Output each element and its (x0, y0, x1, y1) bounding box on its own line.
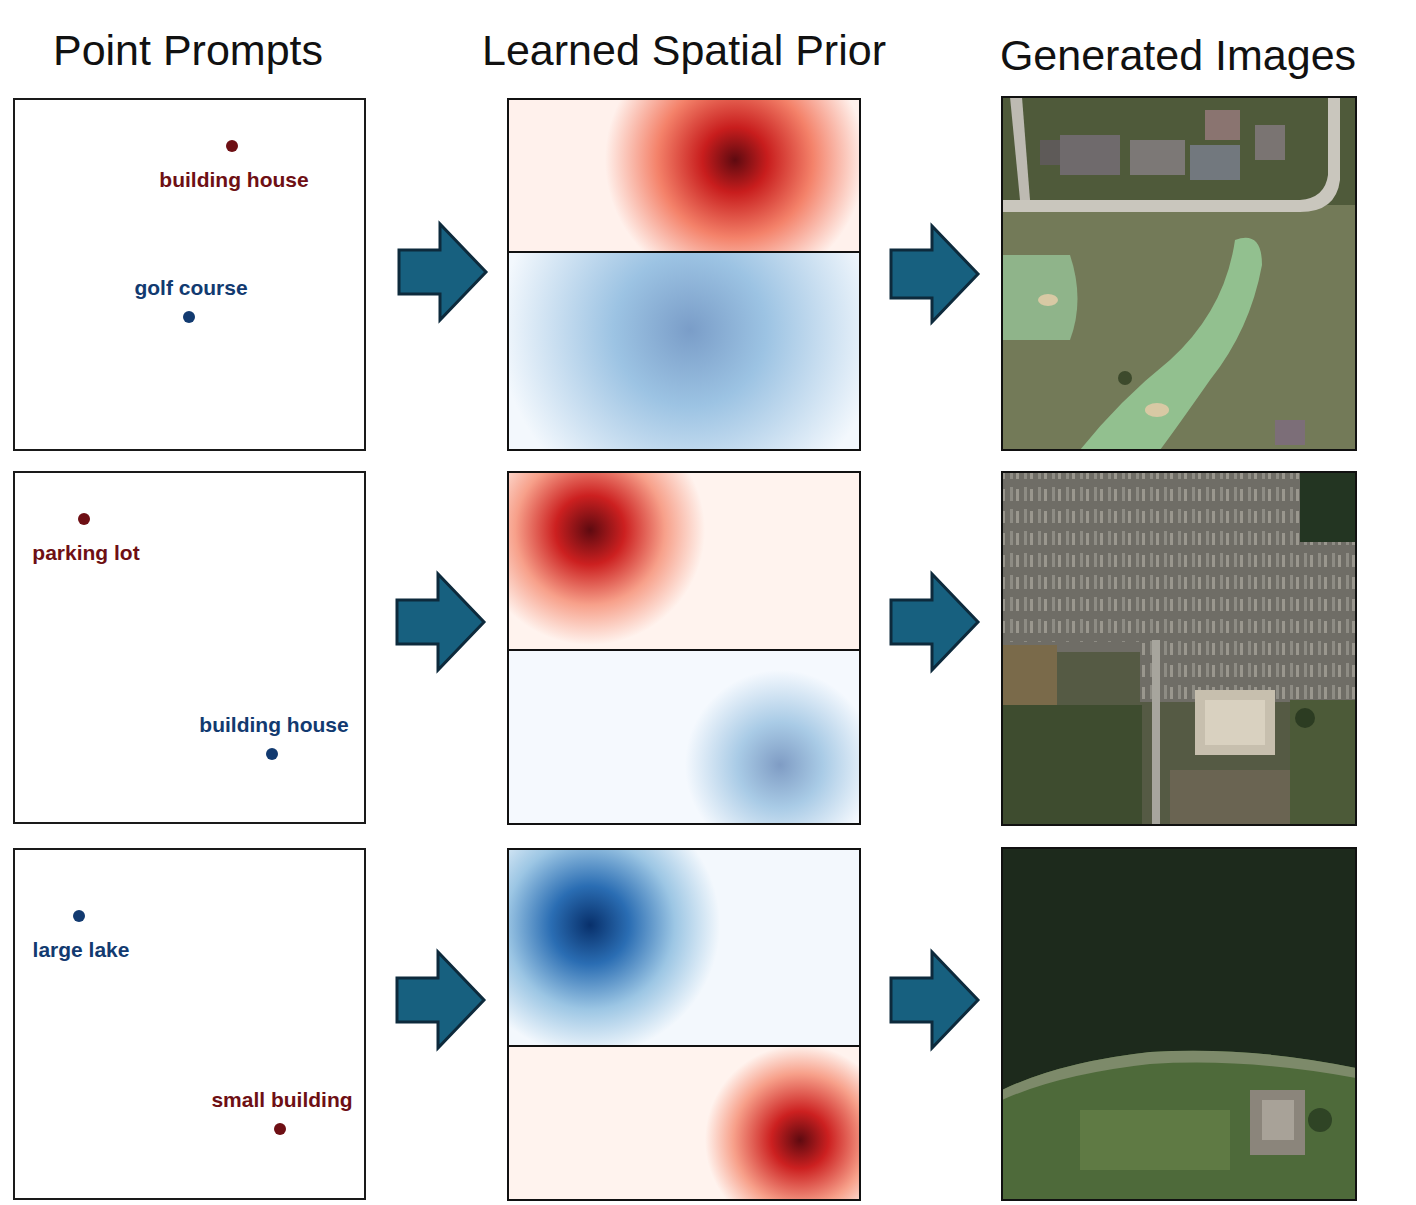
prompt-label: building house (199, 714, 348, 735)
prompt-dots (73, 140, 286, 1135)
point-prompt-box: building house golf course (13, 98, 366, 451)
prompt-label: parking lot (32, 542, 139, 563)
column-heading: Generated Images (1000, 34, 1356, 77)
prompt-label: large lake (33, 939, 130, 960)
generated-image-parking (1002, 472, 1356, 825)
column-heading: Point Prompts (53, 29, 323, 72)
prompt-label: small building (211, 1089, 352, 1110)
column-heading: Learned Spatial Prior (482, 29, 886, 72)
point-prompt-box: large lake small building (13, 848, 366, 1200)
flow-arrows (397, 224, 978, 1048)
generated-image-lake (1002, 848, 1356, 1200)
point-prompt-box: parking lot building house (13, 471, 366, 824)
prompt-label: golf course (134, 277, 247, 298)
prompt-label: building house (159, 169, 308, 190)
spatial-prior-heatmaps (508, 99, 860, 1200)
generated-image-golf (1002, 97, 1356, 450)
